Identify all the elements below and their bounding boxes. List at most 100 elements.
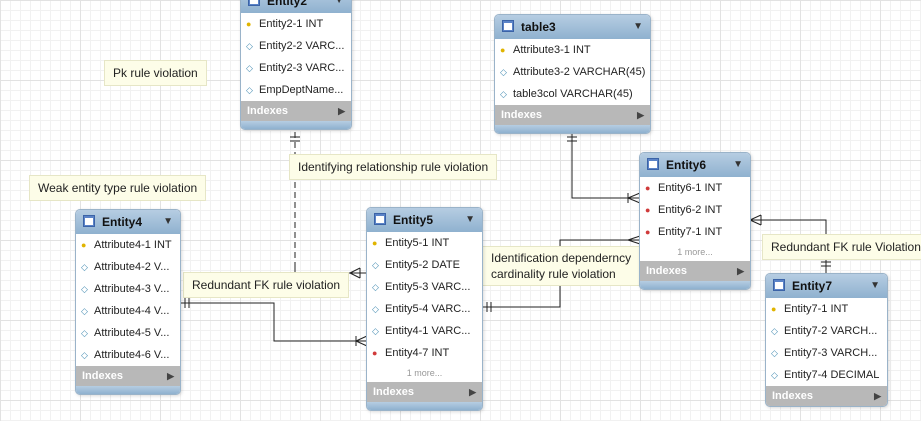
indexes-section[interactable]: Indexes▶ [495,105,650,125]
primary-key-icon: ● [771,304,777,314]
foreign-key-icon: ● [645,183,651,193]
entity-entity4[interactable]: Entity4 ▼ ●Attribute4-1 INT ◇Attribute4-… [75,209,181,395]
column-row[interactable]: ◇Attribute4-5 V... [76,322,180,344]
column-row[interactable]: ●Entity7-1 INT [766,298,887,320]
column-row[interactable]: ◇Attribute3-2 VARCHAR(45) [495,61,650,83]
entity-footer [76,386,180,394]
expand-arrow-icon[interactable]: ▶ [469,387,476,397]
note-redundant-fk-violation[interactable]: Redundant FK rule violation [183,272,350,298]
column-row[interactable]: ◇EmpDeptName... [241,79,351,101]
expand-arrow-icon[interactable]: ▶ [338,106,345,116]
column-label: Entity2-2 VARC... [259,40,345,52]
column-label: Entity4-1 VARC... [385,325,471,337]
column-row[interactable]: ◇Entity7-2 VARCH... [766,320,887,342]
entity-header[interactable]: Entity2 ▼ [241,0,351,13]
foreign-key-icon: ● [645,227,651,237]
collapse-arrow-icon[interactable]: ▼ [733,159,743,170]
column-icon: ◇ [81,306,88,316]
indexes-label: Indexes [772,390,813,402]
expand-arrow-icon[interactable]: ▶ [167,371,174,381]
column-label: Attribute4-3 V... [94,283,170,295]
more-columns-link[interactable]: 1 more... [677,247,713,257]
entity-header[interactable]: Entity5 ▼ [367,208,482,232]
entity-name: table3 [521,20,556,34]
column-row[interactable]: ●Entity4-7 INT [367,342,482,364]
column-label: Attribute3-2 VARCHAR(45) [513,66,646,78]
column-icon: ◇ [372,260,379,270]
expand-arrow-icon[interactable]: ▶ [874,391,881,401]
column-label: Attribute4-2 V... [94,261,170,273]
column-row[interactable]: ◇Entity5-2 DATE [367,254,482,276]
rel-table3-entity6 [571,132,640,199]
indexes-section[interactable]: Indexes ▶ [766,386,887,406]
column-row[interactable]: ◇Entity2-2 VARC... [241,35,351,57]
note-pk-violation[interactable]: Pk rule violation [104,60,207,86]
column-row[interactable]: ◇table3col VARCHAR(45) [495,83,650,105]
column-row[interactable]: ◇Entity5-3 VARC... [367,276,482,298]
column-icon: ◇ [771,348,778,358]
entity-header[interactable]: table3 ▼ [495,15,650,39]
collapse-arrow-icon[interactable]: ▼ [633,21,643,32]
entity-header[interactable]: Entity7 ▼ [766,274,887,298]
entity-table3[interactable]: table3 ▼ ●Attribute3-1 INT ◇Attribute3-2… [494,14,651,134]
column-row[interactable]: ● Entity6-2 INT [640,199,750,221]
column-row[interactable]: ◇Entity5-4 VARC... [367,298,482,320]
column-row[interactable]: ◇ Attribute4-2 V... [76,256,180,278]
note-weak-entity-violation[interactable]: Weak entity type rule violation [29,175,207,201]
column-row[interactable]: ◇Entity7-3 VARCH... [766,342,887,364]
indexes-label: Indexes [247,105,288,117]
expand-arrow-icon[interactable]: ▶ [637,110,644,120]
indexes-section[interactable]: Indexes▶ [367,382,482,402]
indexes-label: Indexes [646,265,687,277]
column-label: Attribute4-4 V... [94,305,170,317]
column-label: EmpDeptName... [259,84,344,96]
column-row[interactable]: ◇Entity4-1 VARC... [367,320,482,342]
column-row[interactable]: ●Entity7-1 INT [640,221,750,243]
column-row[interactable]: ◇Attribute4-3 V... [76,278,180,300]
expand-arrow-icon[interactable]: ▶ [737,266,744,276]
entity-name: Entity5 [393,213,434,227]
indexes-section[interactable]: Indexes ▶ [76,366,180,386]
note-redundant-fk-violation-2[interactable]: Redundant FK rule Violation [762,234,921,260]
column-icon: ◇ [372,304,379,314]
column-row[interactable]: ●Entity5-1 INT [367,232,482,254]
foreign-key-icon: ● [645,205,651,215]
more-columns-link[interactable]: 1 more... [406,368,443,378]
column-label: Entity2-1 INT [259,18,324,30]
collapse-arrow-icon[interactable]: ▼ [334,0,344,6]
note-identification-dependency[interactable]: Identification dependerncy cardinality r… [482,246,641,286]
entity-entity6[interactable]: Entity6 ▼ ●Entity6-1 INT ●Entity6-2 INT … [639,152,751,290]
column-icon: ◇ [81,262,88,272]
column-label: Attribute4-1 INT [94,239,172,251]
column-row[interactable]: ●Entity6-1 INT [640,177,750,199]
column-row[interactable]: ●Entity2-1 INT [241,13,351,35]
collapse-arrow-icon[interactable]: ▼ [163,216,173,227]
table-icon [502,20,514,32]
collapse-arrow-icon[interactable]: ▼ [870,280,880,291]
column-label: Entity6-2 INT [658,204,723,216]
column-row[interactable]: ◇Entity2-3 VARC... [241,57,351,79]
column-icon: ◇ [372,282,379,292]
entity-header[interactable]: Entity4 ▼ [76,210,180,234]
entity-header[interactable]: Entity6 ▼ [640,153,750,177]
entity-entity5[interactable]: Entity5 ▼ ●Entity5-1 INT ◇Entity5-2 DATE… [366,207,483,411]
column-row[interactable]: ◇ Attribute4-4 V... [76,300,180,322]
primary-key-icon: ● [500,45,506,55]
column-row[interactable]: ◇Entity7-4 DECIMAL [766,364,887,386]
column-icon: ◇ [500,89,507,99]
entity-entity2[interactable]: Entity2 ▼ ●Entity2-1 INT ◇Entity2-2 VARC… [240,0,352,130]
indexes-section[interactable]: Indexes ▶ [640,261,750,281]
entity-entity7[interactable]: Entity7 ▼ ●Entity7-1 INT ◇Entity7-2 VARC… [765,273,888,407]
collapse-arrow-icon[interactable]: ▼ [465,214,475,225]
indexes-label: Indexes [82,370,123,382]
indexes-section[interactable]: Indexes ▶ [241,101,351,121]
column-row[interactable]: ● Attribute3-1 INT [495,39,650,61]
note-text-line1: Identification dependerncy [491,251,632,265]
column-label: Attribute3-1 INT [513,44,591,56]
column-row[interactable]: ◇Attribute4-6 V... [76,344,180,366]
column-icon: ◇ [246,63,253,73]
note-identifying-violation[interactable]: Identifying relationship rule violation [289,154,498,180]
entity-footer [495,125,650,133]
column-row[interactable]: ●Attribute4-1 INT [76,234,180,256]
